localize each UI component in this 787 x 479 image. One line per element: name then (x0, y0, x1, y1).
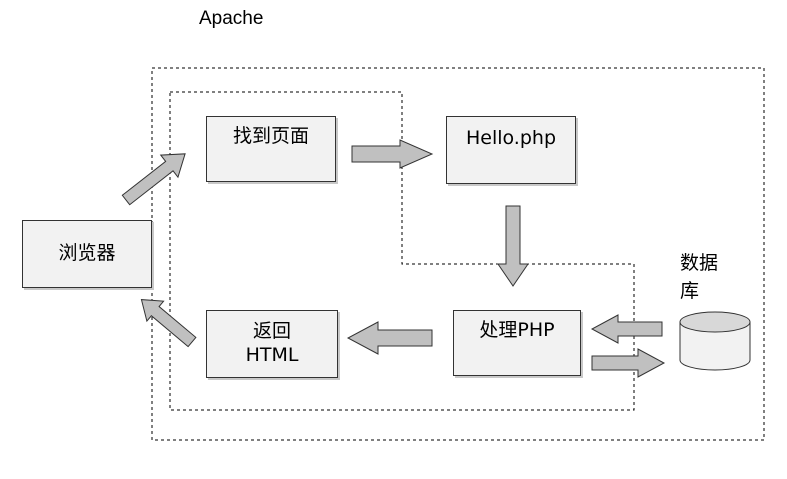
return-html-label-line2: HTML (245, 344, 299, 366)
return-html-label-line1: 返回 (252, 320, 291, 343)
database-label-line2: 库 (680, 279, 700, 302)
process-php-label: 处理PHP (479, 319, 555, 341)
database-label-line1: 数据 (680, 252, 719, 274)
process-php-node: 处理PHP (453, 310, 581, 376)
arrow-return-to-browser (140, 299, 197, 348)
arrow-db-to-process (590, 314, 663, 344)
arrow-process-to-return (346, 321, 433, 355)
return-html-node: 返回 HTML (206, 310, 338, 378)
apache-boundary (151, 67, 765, 441)
database-label: 数据 库 (680, 250, 718, 305)
arrow-browser-to-find-page (121, 153, 186, 206)
find-page-label: 找到页面 (232, 125, 309, 147)
apache-label: Apache (199, 8, 264, 29)
browser-node: 浏览器 (22, 220, 152, 288)
arrow-find-page-to-hello (351, 139, 434, 169)
arrow-hello-to-process (497, 205, 529, 287)
hello-php-node: Hello.php (446, 116, 576, 184)
browser-label: 浏览器 (58, 242, 116, 265)
inner-boundary (169, 91, 635, 411)
arrow-process-to-db (591, 348, 666, 378)
find-page-node: 找到页面 (206, 116, 336, 182)
hello-php-label: Hello.php (465, 127, 557, 149)
database-icon (679, 311, 751, 371)
